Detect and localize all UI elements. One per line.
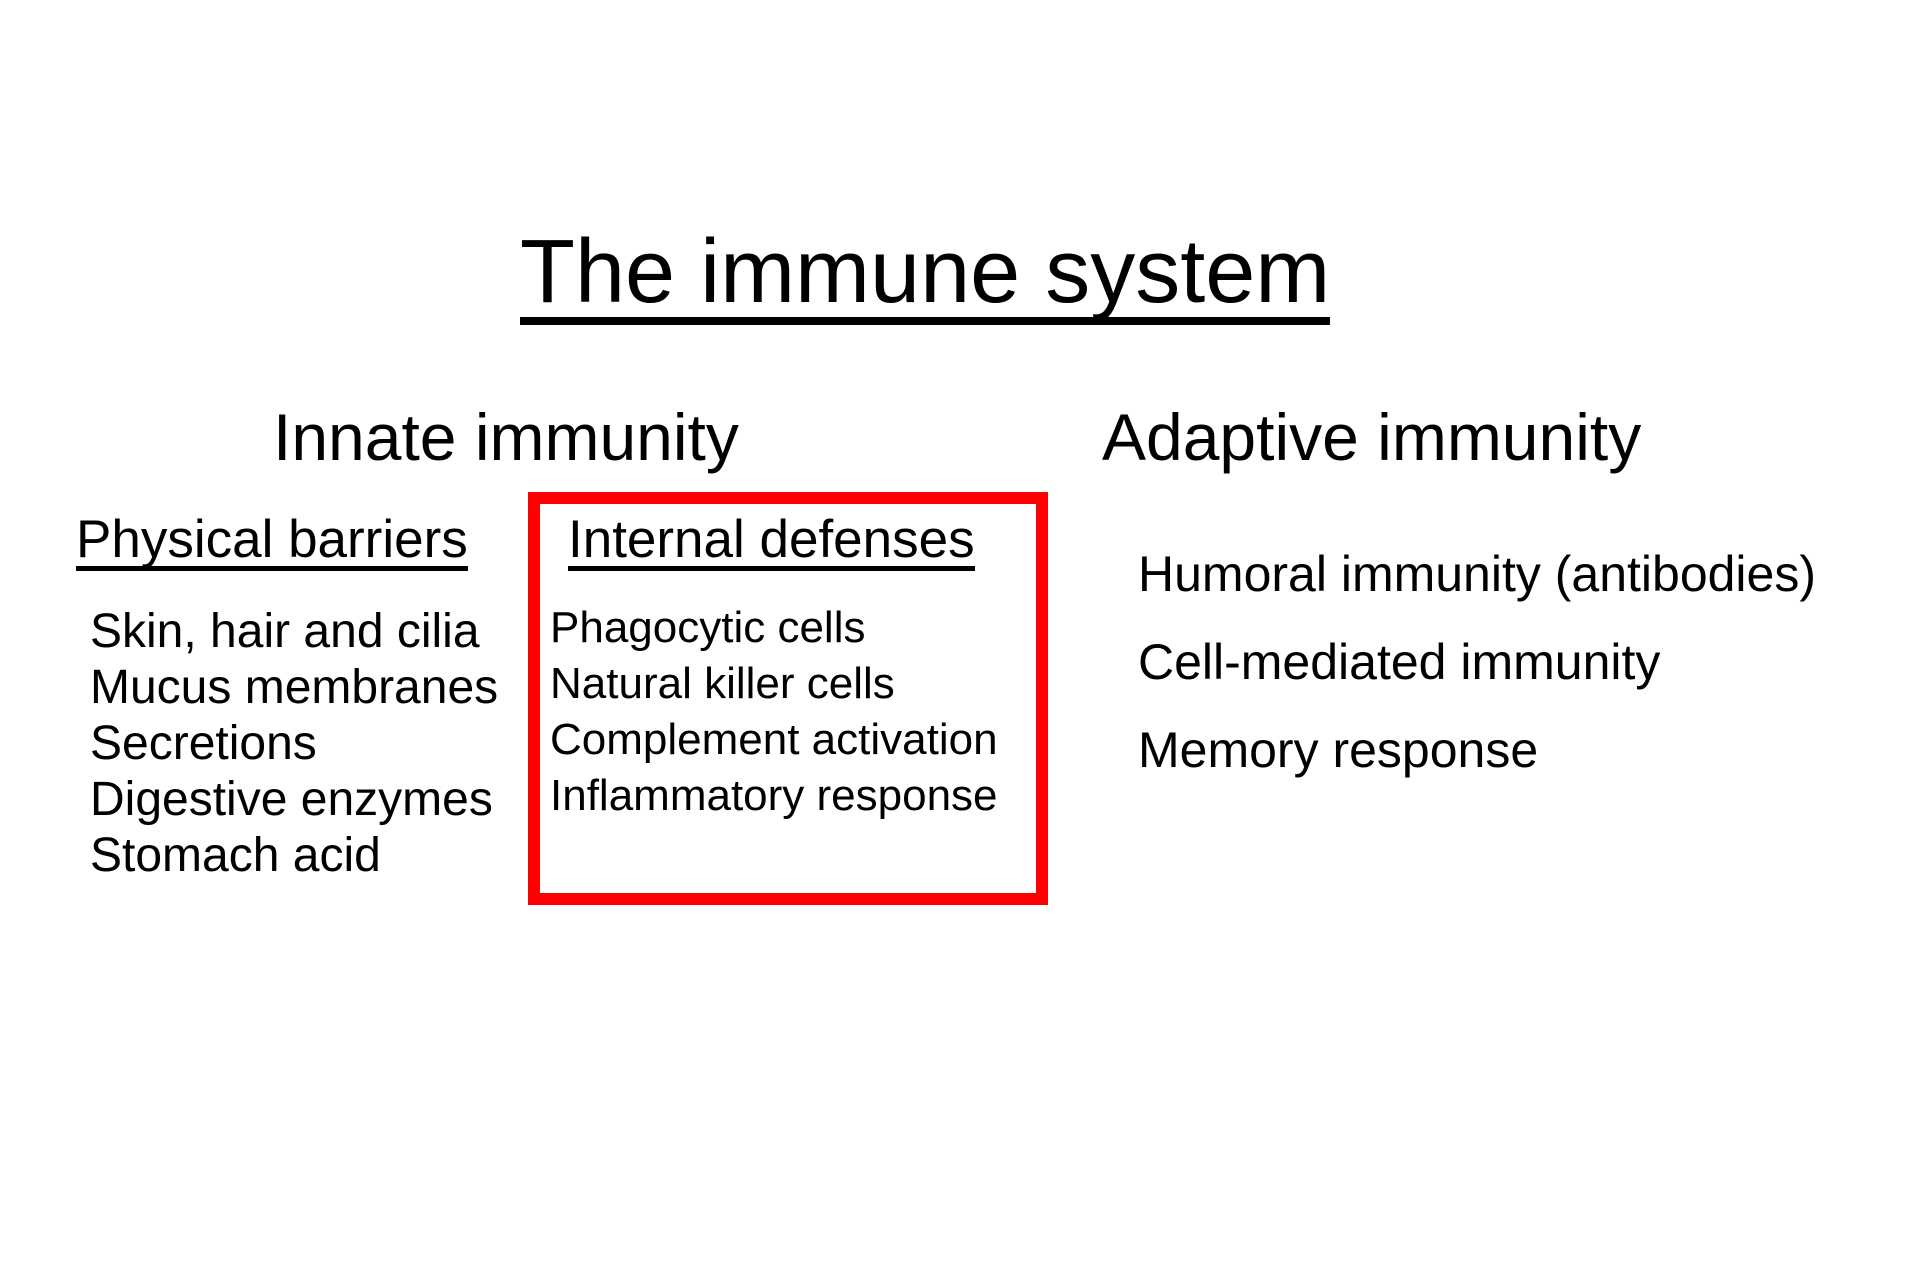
list-item: Cell-mediated immunity (1138, 634, 1661, 690)
list-item: Digestive enzymes (90, 773, 493, 826)
list-item: Natural killer cells (550, 659, 895, 708)
adaptive-immunity-heading: Adaptive immunity (1102, 400, 1642, 474)
list-item: Stomach acid (90, 829, 381, 882)
list-item: Inflammatory response (550, 771, 998, 820)
list-item: Humoral immunity (antibodies) (1138, 546, 1817, 602)
list-item: Secretions (90, 717, 317, 770)
adaptive-immunity-list: Humoral immunity (antibodies) Cell-media… (1138, 530, 1816, 794)
internal-defenses-list: Phagocytic cells Natural killer cells Co… (550, 600, 998, 824)
physical-barriers-list: Skin, hair and cilia Mucus membranes Sec… (90, 604, 498, 884)
slide-title: The immune system (520, 227, 1331, 325)
list-item: Skin, hair and cilia (90, 605, 480, 658)
list-item: Phagocytic cells (550, 603, 866, 652)
list-item: Complement activation (550, 715, 998, 764)
list-item: Mucus membranes (90, 661, 499, 714)
internal-defenses-heading: Internal defenses (568, 510, 975, 571)
physical-barriers-heading: Physical barriers (76, 510, 468, 571)
internal-defenses-highlight-box (528, 492, 1048, 905)
innate-immunity-heading: Innate immunity (273, 400, 739, 474)
list-item: Memory response (1138, 722, 1539, 778)
